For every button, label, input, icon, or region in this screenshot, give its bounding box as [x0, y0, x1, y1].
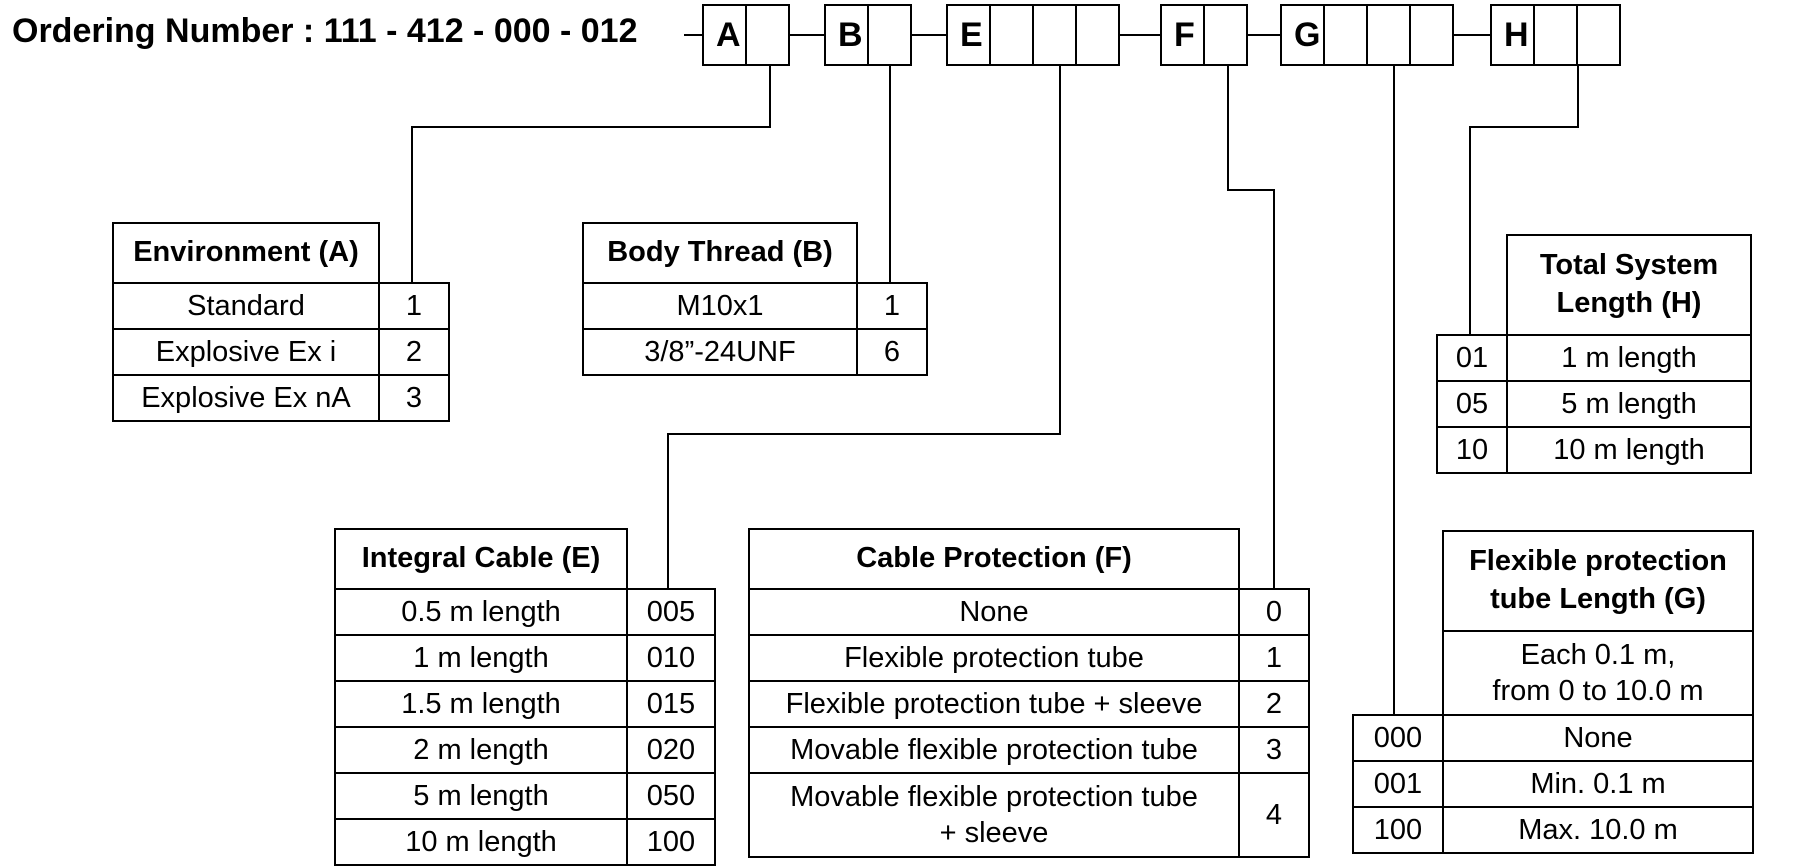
protect-row-first: Movable flexible protection tube + sleev…: [790, 780, 1198, 849]
protect-row-second: 1: [1265, 641, 1283, 674]
total-row-first: 05: [1455, 387, 1489, 420]
protect-row-first: Flexible protection tube + sleeve: [785, 687, 1203, 720]
ordering-empty-box: [1203, 4, 1248, 66]
flex-row-second: Min. 0.1 m: [1530, 767, 1666, 800]
cable-row-second: 100: [646, 825, 696, 858]
cable-row-second: 005: [646, 595, 696, 628]
ordering-empty-box: [1533, 4, 1578, 66]
thread-title: Body Thread (B): [607, 236, 833, 269]
ordering-empty-box: [1366, 4, 1411, 66]
connector-f: [1227, 66, 1275, 588]
ordering-number-prefix: Ordering Number : 111 - 412 - 000 - 012: [12, 12, 638, 50]
cable-row-second: 010: [646, 641, 696, 674]
flex-row-first: 000: [1373, 721, 1423, 754]
env-row-first: Explosive Ex nA: [141, 381, 351, 414]
env-row-first: Standard: [187, 289, 305, 322]
protect-row-second: 4: [1265, 798, 1283, 831]
ordering-letter-box: B: [824, 4, 869, 66]
thread-row-second: 6: [883, 335, 901, 368]
protect-row-second: 2: [1265, 687, 1283, 720]
total-row-second: 5 m length: [1561, 387, 1697, 420]
cable-row-second: 050: [646, 779, 696, 812]
thread-row-first: 3/8”-24UNF: [644, 335, 796, 368]
protect-row-first: None: [959, 595, 1029, 628]
flex-row-second: None: [1563, 721, 1633, 754]
protect-title: Cable Protection (F): [856, 542, 1132, 575]
ordering-empty-box: [1409, 4, 1454, 66]
env-row-second: 1: [405, 289, 423, 322]
ordering-empty-box: [989, 4, 1034, 66]
flex-title: Flexible protection tube Length (G): [1469, 545, 1727, 615]
env-row-first: Explosive Ex i: [155, 335, 337, 368]
total-row-first: 10: [1455, 433, 1489, 466]
env-title: Environment (A): [133, 236, 359, 269]
cable-row-first: 1.5 m length: [401, 687, 561, 720]
cable-row-second: 015: [646, 687, 696, 720]
cable-row-second: 020: [646, 733, 696, 766]
cable-row-first: 1 m length: [413, 641, 549, 674]
ordering-empty-box: [1323, 4, 1368, 66]
ordering-letter-box: F: [1160, 4, 1205, 66]
thread-row-second: 1: [883, 289, 901, 322]
cable-row-first: 5 m length: [413, 779, 549, 812]
flex-row-first: 001: [1373, 767, 1423, 800]
total-cell: [1506, 426, 1752, 474]
protect-row-second: 0: [1265, 595, 1283, 628]
cable-title: Integral Cable (E): [361, 542, 601, 575]
total-row-second: 1 m length: [1561, 341, 1697, 374]
ordering-empty-box: [1075, 4, 1120, 66]
ordering-empty-box: [745, 4, 790, 66]
env-row-second: 2: [405, 335, 423, 368]
ordering-empty-box: [867, 4, 912, 66]
ordering-empty-box: [1576, 4, 1621, 66]
protect-cell: [1238, 772, 1310, 858]
flex-row-second: Max. 10.0 m: [1518, 813, 1678, 846]
cable-row-first: 0.5 m length: [401, 595, 561, 628]
env-row-second: 3: [405, 381, 423, 414]
protect-row-first: Flexible protection tube: [844, 641, 1144, 674]
ordering-letter-box: E: [946, 4, 991, 66]
ordering-empty-box: [1032, 4, 1077, 66]
thread-row-first: M10x1: [676, 289, 764, 322]
protect-row-first: Movable flexible protection tube: [790, 733, 1198, 766]
ordering-letter-box: G: [1280, 4, 1325, 66]
flex-row-first: 100: [1373, 813, 1423, 846]
cable-row-first: 10 m length: [405, 825, 557, 858]
flex-cell: [1442, 806, 1754, 854]
total-row-first: 01: [1455, 341, 1489, 374]
total-title: Total System Length (H): [1539, 249, 1719, 319]
env-cell: [378, 374, 450, 422]
ordering-letter-box: H: [1490, 4, 1535, 66]
total-row-second: 10 m length: [1553, 433, 1705, 466]
protect-row-second: 3: [1265, 733, 1283, 766]
cable-row-first: 2 m length: [413, 733, 549, 766]
cable-cell: [626, 818, 716, 866]
ordering-letter-box: A: [702, 4, 747, 66]
flex-note: Each 0.1 m, from 0 to 10.0 m: [1492, 638, 1704, 707]
